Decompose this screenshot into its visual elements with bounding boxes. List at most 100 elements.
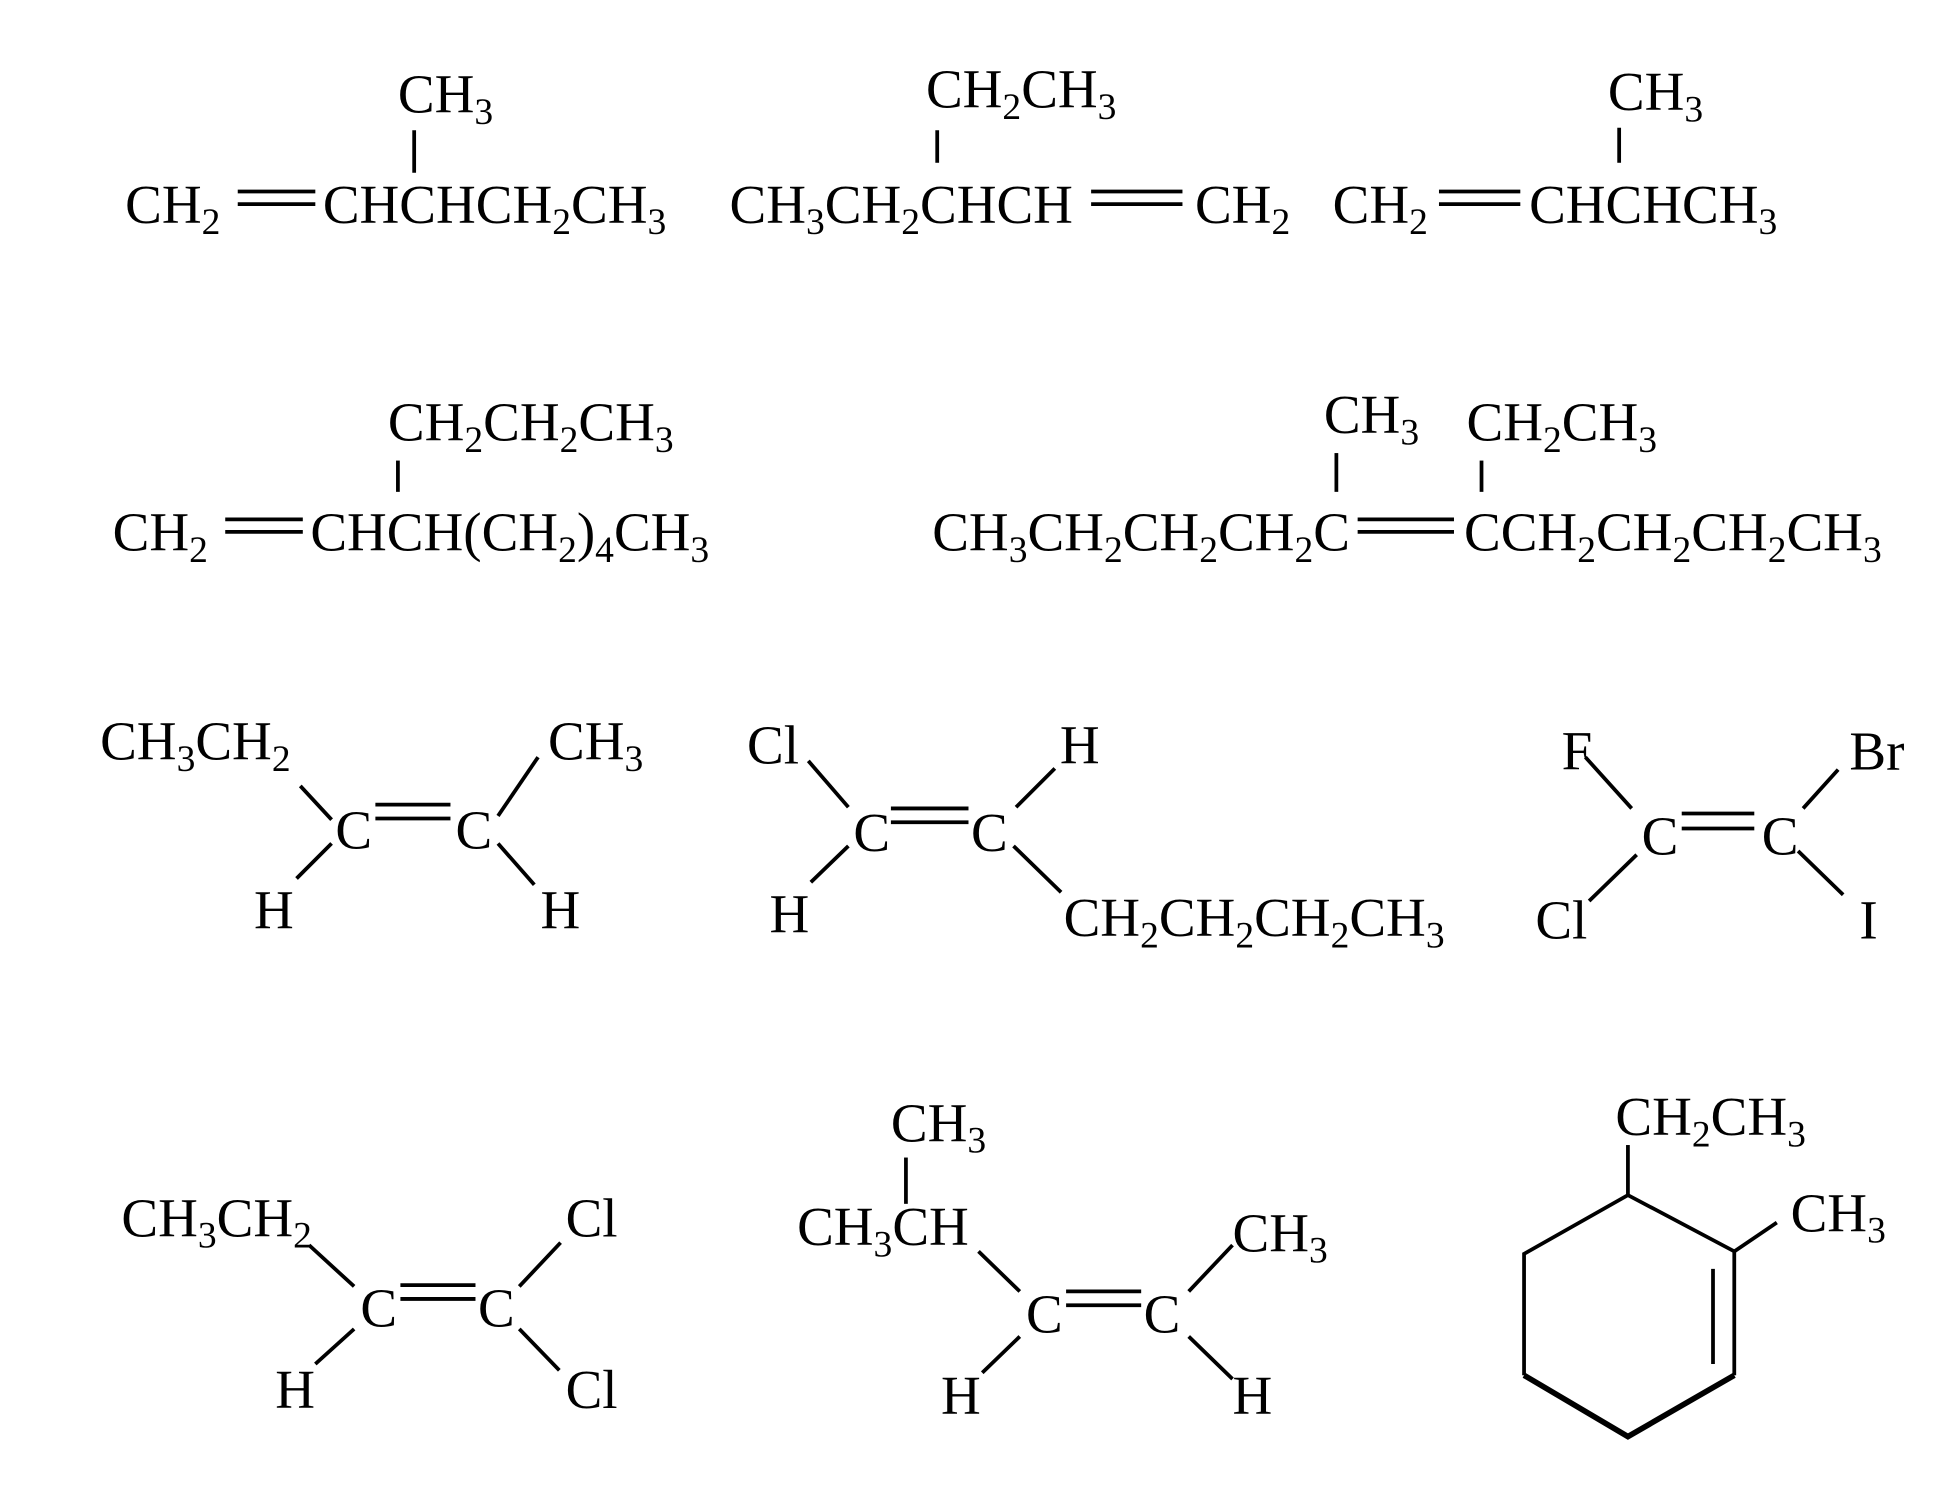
formula-text: Br xyxy=(1849,721,1904,782)
formula-text: H xyxy=(770,883,810,944)
formula-text: CH xyxy=(125,174,201,235)
subscript: 3 xyxy=(1009,530,1028,571)
single-bond xyxy=(517,1241,562,1288)
subscript: 2 xyxy=(464,420,483,461)
single-bond xyxy=(496,756,540,817)
formula-text: I xyxy=(1859,890,1877,951)
formula-text: CH xyxy=(825,174,901,235)
formula-text: CH xyxy=(1333,174,1409,235)
substituent-label: CH3 xyxy=(398,64,493,133)
formula-text: CH xyxy=(578,392,654,453)
single-bond xyxy=(298,784,333,821)
formula-text: H xyxy=(1060,714,1100,775)
substituent-label: CH2CH3 xyxy=(1615,1086,1805,1155)
subscript: 3 xyxy=(1426,915,1445,956)
atom-label: CH2 xyxy=(113,502,208,571)
substituent-label: CH3 xyxy=(1608,61,1703,130)
subscript: 2 xyxy=(1140,915,1159,956)
substituent-label: CH3 xyxy=(1324,384,1419,453)
subscript: 3 xyxy=(1684,89,1703,130)
single-bond xyxy=(1187,1243,1234,1293)
subscript: 3 xyxy=(1758,202,1777,243)
formula-text: CH xyxy=(1064,887,1140,948)
single-bond xyxy=(809,844,850,884)
atom-label: CH2 xyxy=(1333,174,1428,243)
hydrogen-label: H xyxy=(941,1365,981,1426)
formula-text: CH xyxy=(932,502,1008,563)
formula-text: CH xyxy=(892,1196,968,1257)
subscript: 3 xyxy=(806,202,825,243)
atom-label: Br xyxy=(1849,721,1904,782)
formula-text: C xyxy=(1026,1284,1063,1345)
ring-bonds xyxy=(1522,1192,1737,1376)
carbon-label: C xyxy=(971,802,1008,863)
subscript: 2 xyxy=(1577,530,1596,571)
subscript: 2 xyxy=(1104,530,1123,571)
subscript: 2 xyxy=(1235,915,1254,956)
subscript: 3 xyxy=(648,202,667,243)
subscript: 2 xyxy=(1543,420,1562,461)
formula-text: H xyxy=(1233,1365,1273,1426)
molecule-5-ethyl-6-methyl-5-decene: CH3CH2CH2CH2C CCH2CH2CH2CH3 CH3 CH2CH3 xyxy=(932,384,1881,571)
subscript: 3 xyxy=(1867,1211,1886,1252)
single-bond xyxy=(1801,768,1840,810)
subscript: 2 xyxy=(560,420,579,461)
subscript: 2 xyxy=(189,530,208,571)
molecule-cis-4-methyl-2-pentene: CH3 CH3CH CH3 C C H H xyxy=(797,1092,1328,1426)
subscript: 2 xyxy=(293,1216,312,1257)
formula-text: C xyxy=(335,799,372,860)
substituent-label: CH3 xyxy=(1791,1182,1886,1251)
hydrogen-label: H xyxy=(541,880,581,941)
molecule-3-propyl-1-octene: CH2 CHCH(CH2)4CH3 CH2CH2CH3 xyxy=(113,392,710,571)
hydrogen-label: H xyxy=(275,1359,315,1420)
substituent-label: CH3 xyxy=(891,1092,986,1161)
atom-label: CHCHCH2CH3 xyxy=(323,174,666,243)
formula-text: H xyxy=(541,880,581,941)
formula-text: C xyxy=(360,1277,397,1338)
subscript: 3 xyxy=(625,739,644,780)
hydrogen-label: H xyxy=(770,883,810,944)
subscript: 3 xyxy=(874,1224,893,1265)
single-bond xyxy=(1587,853,1638,903)
single-bond xyxy=(314,1327,356,1366)
molecule-ethyl-methyl-cyclohexene: CH2CH3 CH3 xyxy=(1522,1086,1886,1440)
molecule-tetrahaloethene: F Br C C Cl I xyxy=(1535,721,1904,951)
formula-text: CH xyxy=(1159,887,1235,948)
formula-text: CH xyxy=(1596,502,1672,563)
atom-label: CH2CH2CH2CH3 xyxy=(1064,887,1445,956)
subscript: 2 xyxy=(202,202,221,243)
formula-text: CH xyxy=(483,392,559,453)
molecule-1-chloro-1-hexene: Cl H C C H CH2CH2CH2CH3 xyxy=(747,714,1445,956)
formula-text: CH xyxy=(1021,59,1097,120)
formula-text: CH xyxy=(1615,1086,1691,1147)
single-bond xyxy=(307,1243,356,1288)
atom-label: CH3 xyxy=(548,711,643,780)
formula-text: CH xyxy=(1324,384,1400,445)
formula-text: CH xyxy=(1027,502,1103,563)
atom-label: CH2 xyxy=(1195,174,1290,243)
formula-text: CH xyxy=(797,1196,873,1257)
formula-text: CH xyxy=(113,502,189,563)
subscript: 2 xyxy=(1768,530,1787,571)
formula-text: ) xyxy=(577,502,595,563)
formula-text: CH xyxy=(1349,887,1425,948)
formula-text: CH xyxy=(1786,502,1862,563)
formula-text: C xyxy=(1642,806,1679,867)
atom-label: Cl xyxy=(566,1187,618,1248)
ring-bonds-bold xyxy=(1522,1372,1736,1440)
single-bond xyxy=(1796,849,1845,897)
formula-text: CCH xyxy=(1464,502,1577,563)
atom-label: F xyxy=(1562,721,1593,782)
subscript: 2 xyxy=(1672,530,1691,571)
carbon-label: C xyxy=(478,1277,515,1338)
formula-text: C xyxy=(455,799,492,860)
atom-label: CH3CH2 xyxy=(121,1187,312,1256)
formula-text: CH xyxy=(571,174,647,235)
subscript: 2 xyxy=(1002,87,1021,128)
formula-text: CHCH xyxy=(920,174,1073,235)
subscript: 2 xyxy=(1271,202,1290,243)
formula-text: CH xyxy=(388,392,464,453)
formula-text: H xyxy=(254,880,294,941)
subscript: 2 xyxy=(901,202,920,243)
subscript: 3 xyxy=(1400,412,1419,453)
